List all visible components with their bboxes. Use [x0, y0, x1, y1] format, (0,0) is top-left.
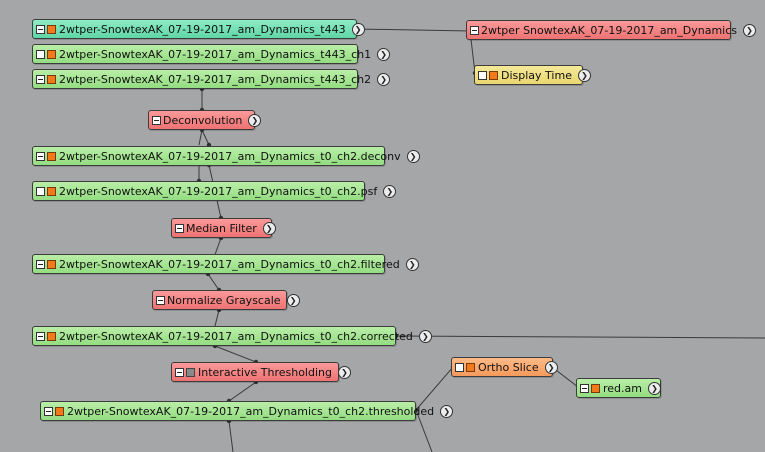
colored-square-icon [47, 74, 56, 84]
arrow-circle-icon[interactable]: ❯ [544, 360, 558, 374]
arrow-circle-icon[interactable]: ❯ [418, 329, 432, 343]
node-label: 2wtper-SnowtexAK_07-19-2017_am_Dynamics_… [59, 257, 400, 271]
node-label: 2wtper-SnowtexAK_07-19-2017_am_Dynamics_… [59, 72, 372, 86]
node-label: Interactive Thresholding [198, 365, 332, 379]
node-label: 2wtper-SnowtexAK_07-19-2017_am_Dynamics_… [59, 47, 372, 61]
data-node-deconv[interactable]: 2wtper-SnowtexAK_07-19-2017_am_Dynamics_… [32, 146, 420, 166]
node-label: Ortho Slice [478, 360, 539, 374]
node-label: 2wtper SnowtexAK_07-19-2017_am_Dynamics [481, 23, 738, 37]
minus-box-icon[interactable] [36, 151, 45, 161]
colored-square-icon [47, 186, 56, 196]
minus-box-icon[interactable] [36, 24, 45, 34]
arrow-circle-icon[interactable]: ❯ [383, 184, 397, 198]
module-interactive-thresholding[interactable]: Interactive Thresholding ❯ [171, 362, 351, 382]
module-normalize-grayscale[interactable]: Normalize Grayscale ❯ [152, 290, 300, 310]
data-node-red-am[interactable]: red.am ❯ [576, 378, 661, 398]
arrow-circle-icon[interactable]: ❯ [440, 404, 454, 418]
minus-box-icon[interactable] [152, 115, 161, 125]
minus-box-icon[interactable] [175, 223, 184, 233]
arrow-circle-icon[interactable]: ❯ [377, 72, 391, 86]
colored-square-icon [186, 367, 195, 377]
arrow-circle-icon[interactable]: ❯ [406, 149, 420, 163]
data-node-thresholded[interactable]: 2wtper-SnowtexAK_07-19-2017_am_Dynamics_… [40, 401, 454, 421]
module-deconvolution[interactable]: Deconvolution ❯ [148, 110, 262, 130]
module-display-time[interactable]: Display Time ❯ [474, 65, 591, 85]
minus-box-icon[interactable] [156, 295, 165, 305]
minus-box-icon[interactable] [470, 25, 479, 35]
colored-square-icon [47, 49, 56, 59]
arrow-circle-icon[interactable]: ❯ [351, 22, 365, 36]
colored-square-icon [55, 406, 64, 416]
colored-square-icon [47, 151, 56, 161]
colored-square-icon [47, 259, 56, 269]
arrow-circle-icon[interactable]: ❯ [248, 113, 262, 127]
data-node-filtered[interactable]: 2wtper-SnowtexAK_07-19-2017_am_Dynamics_… [32, 254, 419, 274]
colored-square-icon [489, 70, 498, 80]
node-label: Display Time [501, 68, 572, 82]
arrow-circle-icon[interactable]: ❯ [647, 381, 661, 395]
white-square-icon[interactable] [36, 186, 45, 196]
module-median-filter[interactable]: Median Filter ❯ [171, 218, 276, 238]
colored-square-icon [47, 331, 56, 341]
white-square-icon[interactable] [455, 362, 464, 372]
minus-box-icon[interactable] [175, 367, 184, 377]
arrow-circle-icon[interactable]: ❯ [262, 221, 276, 235]
minus-box-icon[interactable] [36, 74, 45, 84]
arrow-circle-icon[interactable]: ❯ [743, 23, 757, 37]
node-label: Normalize Grayscale [167, 293, 281, 307]
data-node-corrected[interactable]: 2wtper-SnowtexAK_07-19-2017_am_Dynamics_… [32, 326, 432, 346]
data-node-psf[interactable]: 2wtper-SnowtexAK_07-19-2017_am_Dynamics_… [32, 181, 397, 201]
minus-box-icon[interactable] [44, 406, 53, 416]
colored-square-icon [591, 383, 600, 393]
arrow-circle-icon[interactable]: ❯ [577, 68, 591, 82]
white-square-icon[interactable] [478, 70, 487, 80]
colored-square-icon [466, 362, 475, 372]
arrow-circle-icon[interactable]: ❯ [337, 365, 351, 379]
minus-box-icon[interactable] [36, 259, 45, 269]
data-node-t443[interactable]: 2wtper-SnowtexAK_07-19-2017_am_Dynamics_… [32, 19, 365, 39]
node-label: 2wtper-SnowtexAK_07-19-2017_am_Dynamics_… [59, 329, 413, 343]
white-square-icon[interactable] [36, 49, 45, 59]
minus-box-icon[interactable] [580, 383, 589, 393]
node-label: Deconvolution [163, 113, 243, 127]
module-dynamics-display[interactable]: 2wtper SnowtexAK_07-19-2017_am_Dynamics … [466, 20, 757, 40]
node-label: 2wtper-SnowtexAK_07-19-2017_am_Dynamics_… [59, 22, 346, 36]
node-label: 2wtper-SnowtexAK_07-19-2017_am_Dynamics_… [59, 184, 378, 198]
arrow-circle-icon[interactable]: ❯ [377, 47, 391, 61]
data-node-t443-ch1[interactable]: 2wtper-SnowtexAK_07-19-2017_am_Dynamics_… [32, 44, 391, 64]
node-label: red.am [603, 381, 642, 395]
node-label: 2wtper-SnowtexAK_07-19-2017_am_Dynamics_… [59, 149, 401, 163]
arrow-circle-icon[interactable]: ❯ [286, 293, 300, 307]
colored-square-icon [47, 24, 56, 34]
arrow-circle-icon[interactable]: ❯ [405, 257, 419, 271]
data-node-t443-ch2[interactable]: 2wtper-SnowtexAK_07-19-2017_am_Dynamics_… [32, 69, 391, 89]
module-ortho-slice[interactable]: Ortho Slice ❯ [451, 357, 558, 377]
minus-box-icon[interactable] [36, 331, 45, 341]
node-label: 2wtper-SnowtexAK_07-19-2017_am_Dynamics_… [67, 404, 435, 418]
node-label: Median Filter [186, 221, 257, 235]
